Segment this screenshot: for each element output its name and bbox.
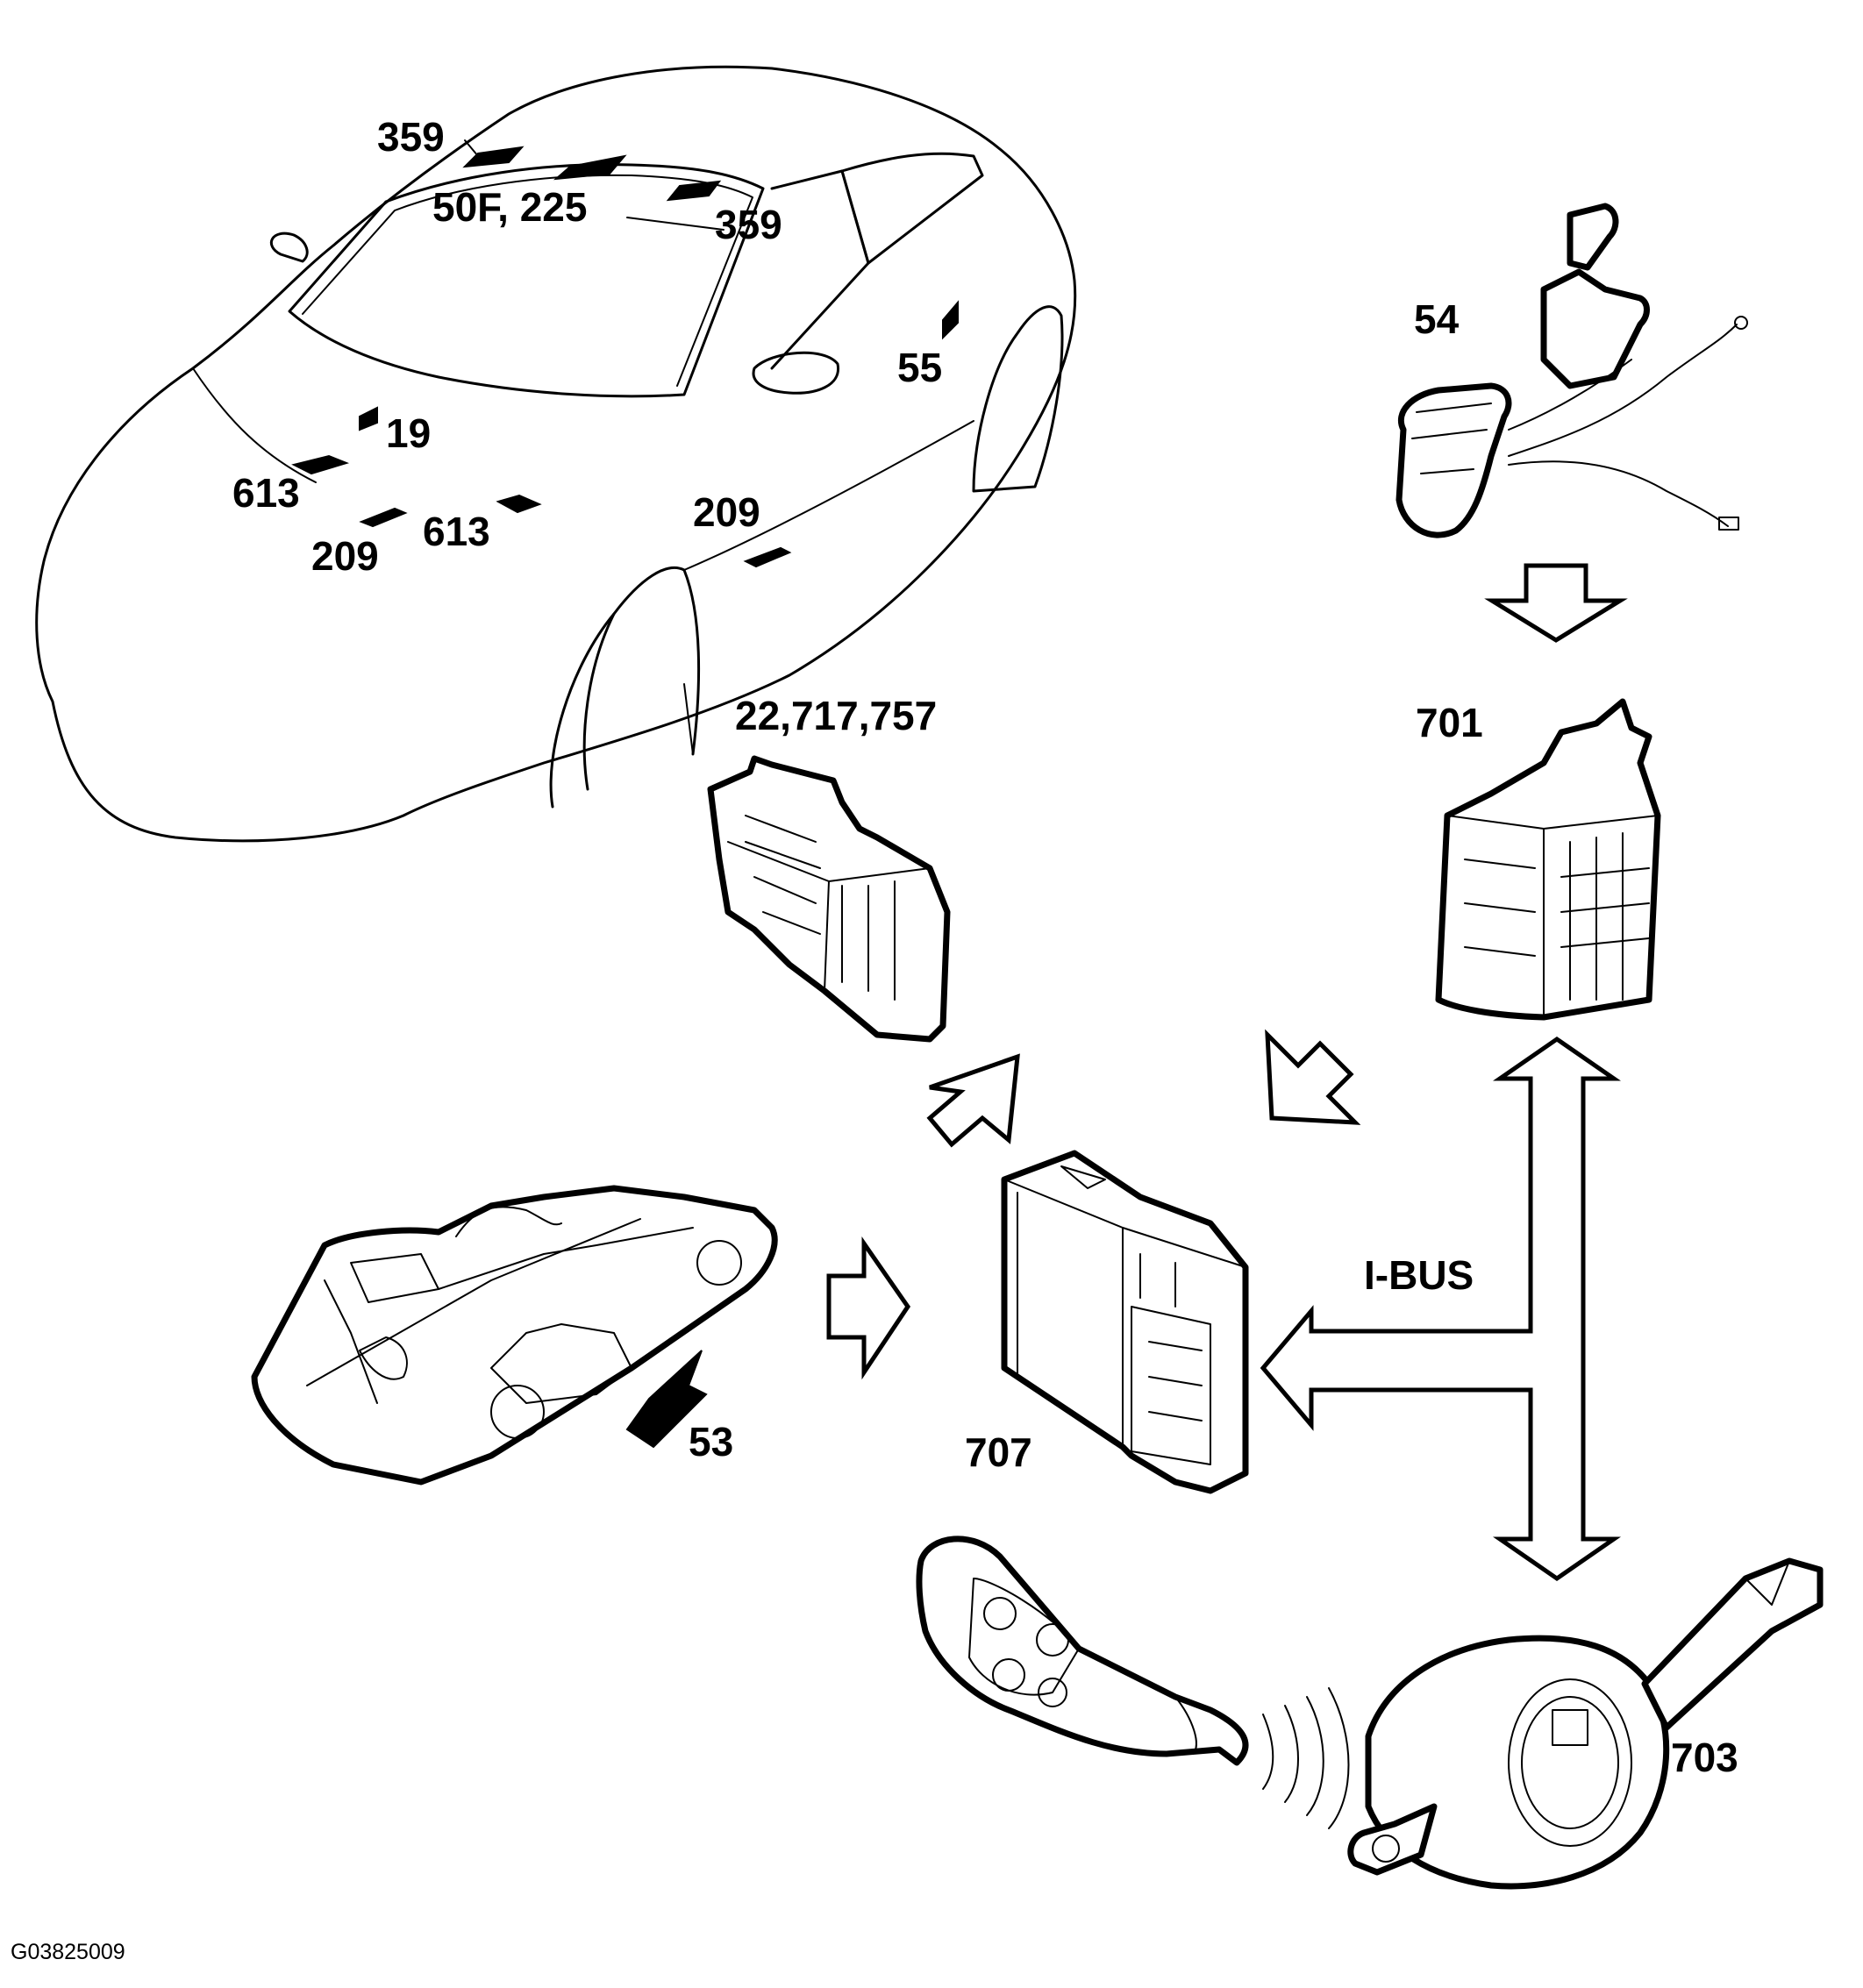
car-outline <box>35 65 1077 843</box>
label-703: 703 <box>1671 1735 1738 1780</box>
arrow-53-pointer <box>625 1350 708 1449</box>
marker-209-right <box>743 546 792 568</box>
label-359-left: 359 <box>377 114 445 160</box>
component-707-module: 707 <box>965 1150 1249 1494</box>
component-53-console: 53 <box>251 1185 778 1486</box>
component-22-717-757: 22,717,757 <box>707 693 951 1043</box>
arrow-701-to-707 <box>1265 1029 1361 1125</box>
marker-613-left <box>291 454 350 475</box>
label-22-717-757: 22,717,757 <box>735 693 937 738</box>
marker-50f-225 <box>553 154 627 181</box>
arrow-22-to-707 <box>926 1053 1020 1148</box>
car-labels: 359 50F, 225 359 55 19 613 209 613 209 <box>232 114 942 579</box>
marker-359-right <box>666 180 722 202</box>
i-bus-bus-outline <box>1260 1036 1622 1582</box>
marker-359-left <box>462 146 525 168</box>
arrow-53-to-707 <box>826 1236 911 1380</box>
label-53: 53 <box>689 1419 733 1464</box>
i-bus-label: I-BUS <box>1364 1252 1474 1298</box>
label-209-left: 209 <box>311 533 379 579</box>
label-359-right: 359 <box>715 202 782 247</box>
label-50f-225: 50F, 225 <box>432 184 587 230</box>
component-701-rec: 701 <box>1416 698 1661 1021</box>
label-701: 701 <box>1416 700 1483 745</box>
leader-lines <box>464 139 724 231</box>
label-707: 707 <box>965 1429 1032 1475</box>
label-613-mid: 613 <box>423 509 490 554</box>
arrow-54-to-701 <box>1484 563 1628 643</box>
label-54: 54 <box>1414 296 1460 342</box>
component-54-lock: 54 <box>1395 203 1748 538</box>
marker-19 <box>359 406 378 431</box>
car-markers <box>291 146 959 568</box>
label-613-left: 613 <box>232 470 300 516</box>
marker-613-mid <box>496 494 542 514</box>
key-fob <box>916 1536 1350 1829</box>
label-19: 19 <box>386 410 431 456</box>
label-55: 55 <box>897 345 942 390</box>
marker-209-left <box>359 507 408 528</box>
marker-55 <box>942 300 959 340</box>
label-209-right: 209 <box>693 489 760 535</box>
component-703-steering: 703 <box>1347 1557 1824 1890</box>
i-bus-arrows: I-BUS <box>1260 1036 1622 1582</box>
figure-code: G03825009 <box>11 1940 125 1964</box>
